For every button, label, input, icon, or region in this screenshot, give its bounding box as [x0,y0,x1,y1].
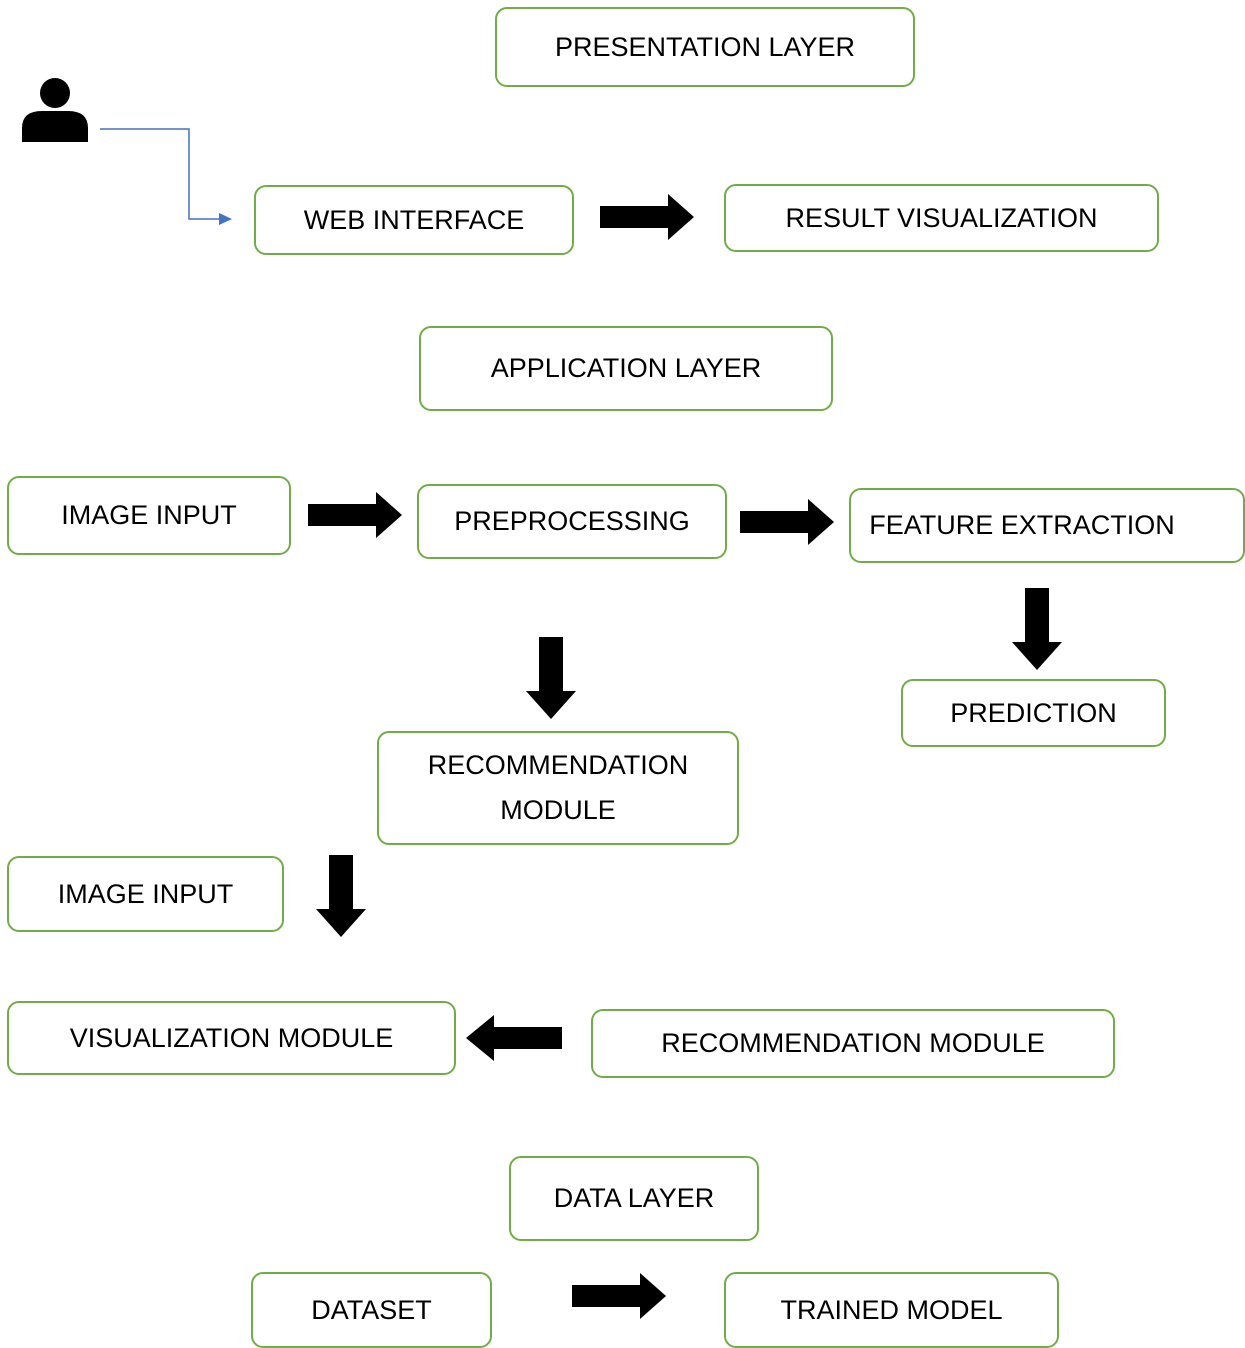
arrow-down-icon [316,855,366,937]
image-input-box-1: IMAGE INPUT [7,476,291,555]
web-interface-box: WEB INTERFACE [254,185,574,255]
arrow-right-icon [308,492,402,538]
arrow-right-icon [740,499,834,545]
visualization-module-box: VISUALIZATION MODULE [7,1001,456,1075]
recommendation-module-box-2: RECOMMENDATION MODULE [591,1009,1115,1078]
arrow-left-icon [466,1015,562,1061]
application-layer-title: APPLICATION LAYER [419,326,833,411]
arrow-right-icon [600,194,694,240]
arrow-right-icon [572,1273,666,1319]
image-input-box-2: IMAGE INPUT [7,856,284,932]
recommendation-module-box-1: RECOMMENDATION MODULE [377,731,739,845]
data-layer-title: DATA LAYER [509,1156,759,1241]
result-visualization-box: RESULT VISUALIZATION [724,184,1159,252]
feature-extraction-box: FEATURE EXTRACTION [849,488,1245,563]
preprocessing-box: PREPROCESSING [417,484,727,559]
presentation-layer-title: PRESENTATION LAYER [495,7,915,87]
arrow-down-icon [526,637,576,719]
user-icon [22,76,88,147]
trained-model-box: TRAINED MODEL [724,1272,1059,1348]
dataset-box: DATASET [251,1272,492,1348]
prediction-box: PREDICTION [901,679,1166,747]
arrow-down-icon [1012,588,1062,670]
